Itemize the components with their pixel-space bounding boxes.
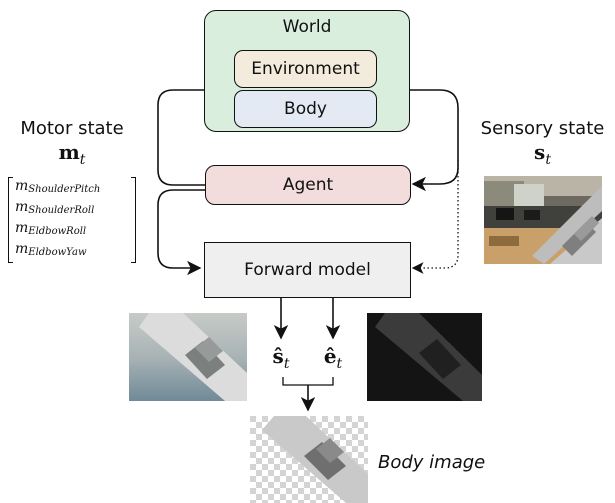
- environment-label: Environment: [251, 59, 360, 79]
- sensory-camera-image: [484, 176, 602, 264]
- motor-vector-right-bracket: [131, 177, 136, 263]
- forward-model-box: [204, 242, 411, 298]
- predicted-sensory-symbol: ŝt: [272, 344, 290, 372]
- motor-state-title: Motor state: [20, 118, 124, 139]
- motor-symbol: m: [58, 140, 80, 164]
- forward-model-label: Forward model: [244, 260, 371, 280]
- motor-component-1: mShoulderRoll: [15, 199, 95, 216]
- agent-to-forward-arrow: [157, 189, 205, 276]
- sensory-subscript: t: [545, 152, 551, 168]
- motor-component-2: mEldbowRoll: [15, 220, 87, 237]
- agent-to-body-arrow: [157, 82, 232, 186]
- body-image-picture: [250, 416, 368, 503]
- predicted-sensory-image: [129, 313, 247, 401]
- body-image-label: Body image: [378, 452, 486, 473]
- agent-box: [205, 165, 411, 205]
- motor-state-symbol: mt: [12, 140, 132, 168]
- predicted-error-symbol: êt: [323, 344, 343, 372]
- body-label: Body: [284, 99, 327, 119]
- body-box: [234, 90, 377, 128]
- sensory-state-symbol: st: [470, 140, 615, 168]
- environment-box: [234, 50, 377, 88]
- combine-bracket: [282, 377, 334, 386]
- world-title: World: [282, 17, 332, 37]
- motor-component-0: mShoulderPitch: [15, 178, 101, 195]
- motor-vector-left-bracket: [8, 177, 13, 263]
- world-to-agent-arrow: [410, 89, 459, 192]
- sensory-to-forward-dotted: [411, 160, 459, 274]
- agent-label: Agent: [282, 175, 334, 195]
- motor-subscript: t: [79, 152, 86, 168]
- motor-component-3: mEldbowYaw: [15, 241, 87, 258]
- predicted-error-image: [367, 313, 482, 401]
- sensory-state-title: Sensory state: [480, 118, 605, 139]
- sensory-symbol: s: [534, 140, 546, 164]
